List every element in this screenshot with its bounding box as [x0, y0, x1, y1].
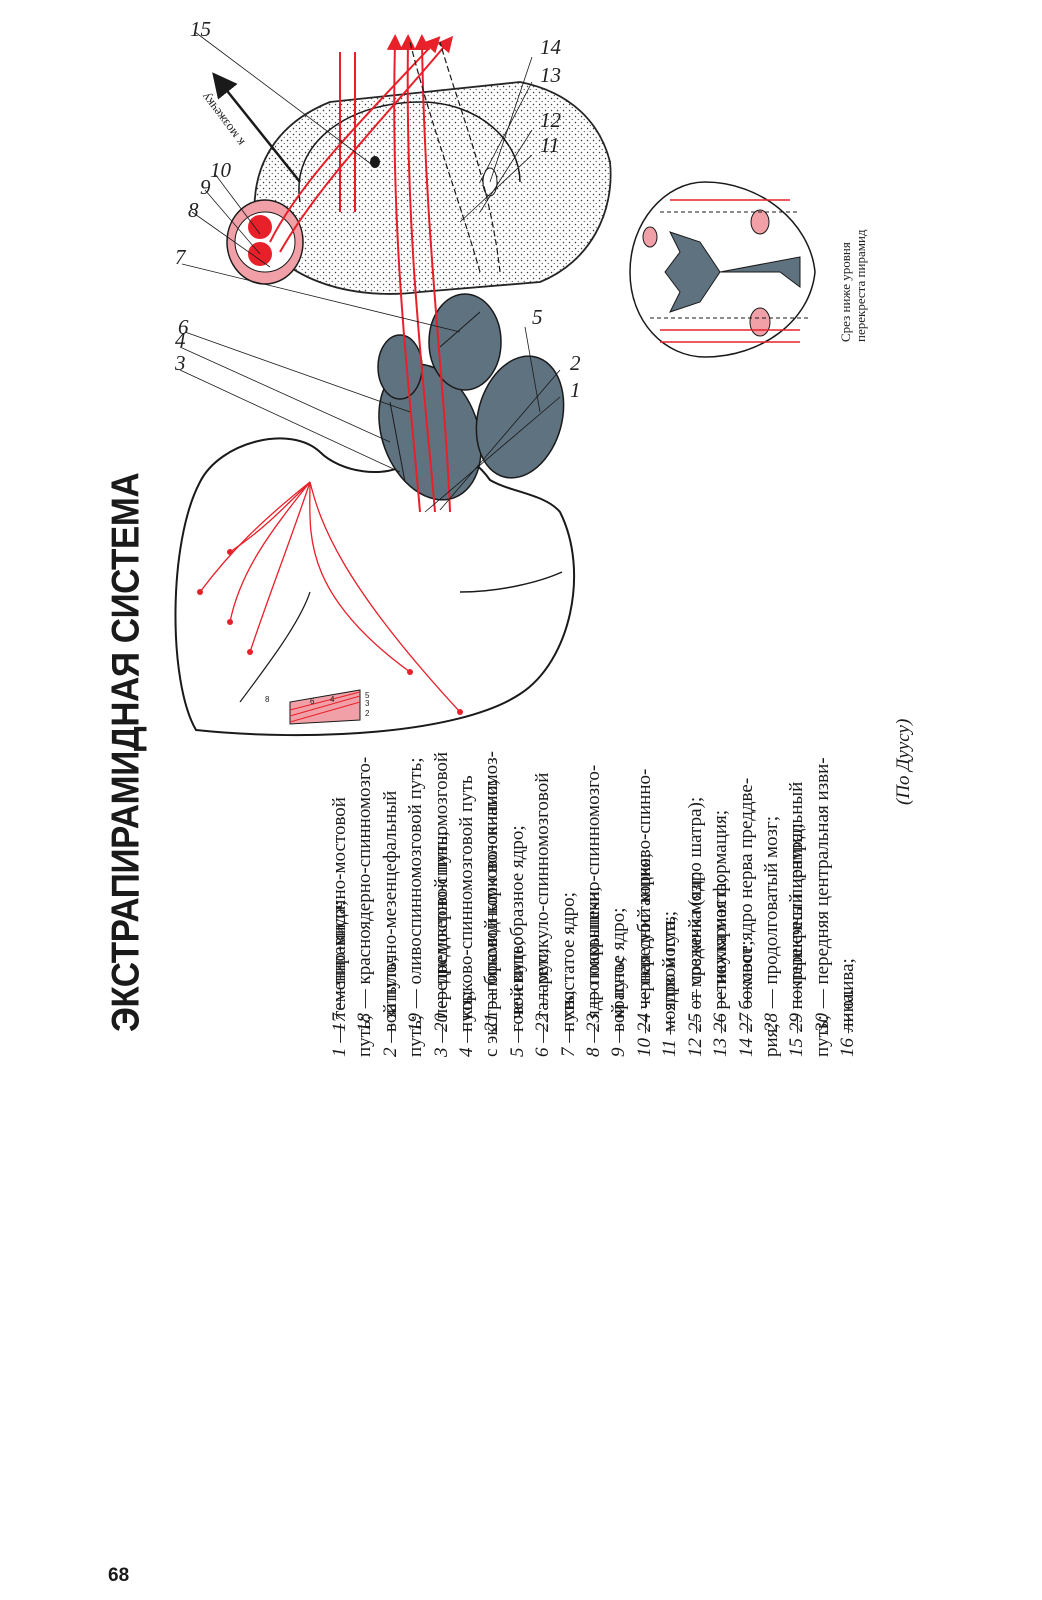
callout-8: 8 [188, 198, 199, 222]
callout-14: 14 [540, 35, 562, 59]
legend-number: 21 [481, 1013, 503, 1032]
callout-11: 11 [540, 133, 559, 157]
page-number: 68 [108, 1565, 130, 1586]
cortex-area-number: 2 [365, 709, 370, 718]
legend-text: мозговой путь; [659, 910, 681, 1032]
legend-text: — мост; [735, 940, 757, 1013]
legend-number: 12 [684, 1038, 706, 1057]
source-credit: (По Дуусу) [893, 718, 914, 805]
legend-number: 25 [684, 1013, 706, 1032]
callout-leaders [179, 31, 561, 513]
callout-1: 1 [570, 378, 581, 402]
legend-number: 28 [760, 1013, 782, 1032]
legend-text: — оливоспинномозговой путь; [405, 757, 427, 1013]
legend-text: — передний корково-спинно- [633, 768, 655, 1013]
callout-9: 9 [200, 175, 211, 199]
legend-number: 15 [786, 1038, 808, 1057]
legend-number: 30 [811, 1013, 833, 1032]
legend-number: 19 [405, 1013, 427, 1032]
legend-text: вой путь; [379, 956, 401, 1032]
callout-10: 10 [210, 158, 232, 182]
legend-number: 3 [430, 1047, 452, 1058]
legend-text: — ретикуло-спинномозговой [532, 772, 554, 1013]
callout-7: 7 [175, 245, 187, 269]
legend-number: 8 [583, 1047, 605, 1058]
legend-text: путь; [557, 990, 579, 1032]
legend-text: говой путь; [506, 940, 528, 1032]
cerebellum-arrow-label: к мозжечку [197, 90, 247, 149]
legend-text: вой путь; [608, 956, 630, 1032]
legend-number: 17 [329, 1013, 350, 1032]
legend-number: 6 [532, 1047, 554, 1058]
basal-ganglia [377, 293, 565, 501]
callout-numbers: 123456789101112131415161718192021222324 [174, 22, 581, 402]
crossed-fibers [409, 41, 501, 273]
callout-3: 3 [174, 351, 186, 375]
callout-12: 12 [540, 108, 562, 132]
legend-text: — ножка моста; [710, 877, 732, 1013]
legend-number: 11 [659, 1039, 681, 1057]
legend-text: — продолговатый мозг; [760, 815, 782, 1013]
callout-6: 6 [178, 315, 189, 339]
callout-13: 13 [540, 63, 561, 87]
inset-caption-line1: Срез ниже уровня [838, 242, 853, 342]
page-title: ЭКСТРАПИРАМИДНАЯ СИСТЕМА [104, 472, 148, 1032]
legend-number: 23 [583, 1013, 605, 1032]
legend-number: 24 [633, 1013, 655, 1032]
legend-number: 7 [557, 1047, 579, 1058]
cortex-area-number: 6 [310, 697, 315, 706]
cortex-hemisphere [174, 437, 576, 737]
legend-number: 9 [608, 1047, 630, 1058]
extrapyramidal-diagram: к мозжечку [174, 22, 868, 737]
inset-cross-section: Срез ниже уровня перекреста пирамид [629, 181, 868, 358]
callout-4: 4 [175, 328, 186, 352]
legend-number: 2 [379, 1047, 401, 1058]
legend-text: — боковой корково-спинномоз- [481, 751, 503, 1013]
legend-number: 5 [506, 1047, 528, 1058]
legend-text: — перекрест пирамид; [786, 823, 808, 1013]
legend-number: 13 [710, 1038, 732, 1057]
callout-2: 2 [570, 351, 581, 375]
legend-number: 27 [735, 1013, 757, 1032]
legend-number: 16 [837, 1038, 859, 1057]
inset-caption-line2: перекреста пирамид [853, 229, 868, 342]
cortex-area-number: 8 [265, 695, 270, 704]
legend-number: 22 [532, 1013, 554, 1032]
legend-text: путь; [456, 990, 478, 1032]
legend-number: 1 [329, 1047, 350, 1058]
legend-number: 18 [354, 1013, 376, 1032]
cortex-area-number: 3 [365, 699, 370, 708]
legend-text: — покрышечно-спинномозго- [583, 764, 605, 1013]
cortex-area-number: 5 [365, 691, 370, 700]
descending-pathways [269, 34, 454, 513]
legend-text: — преддверно-спинномозговой [430, 751, 452, 1013]
callout-15: 15 [190, 22, 211, 41]
legend-text: — передняя центральная изви- [811, 757, 833, 1013]
legend-number: 29 [786, 1013, 808, 1032]
cortex-area-number: 4 [330, 695, 335, 704]
legend-number: 20 [430, 1013, 452, 1032]
cortex-area-numbers: 235 4 6 8 [265, 691, 370, 718]
legend-number: 14 [735, 1038, 757, 1057]
legend-text: — средний мозг; [684, 871, 706, 1013]
legend-number: 10 [633, 1038, 655, 1057]
legend-number: 26 [710, 1013, 732, 1032]
callout-5: 5 [532, 305, 543, 329]
legend-number: 4 [456, 1047, 478, 1058]
legend-text: лина. [837, 988, 859, 1032]
legend-text: — красноядерно-спинномозго- [354, 756, 376, 1013]
legend-text: — пирамида; [329, 900, 350, 1013]
